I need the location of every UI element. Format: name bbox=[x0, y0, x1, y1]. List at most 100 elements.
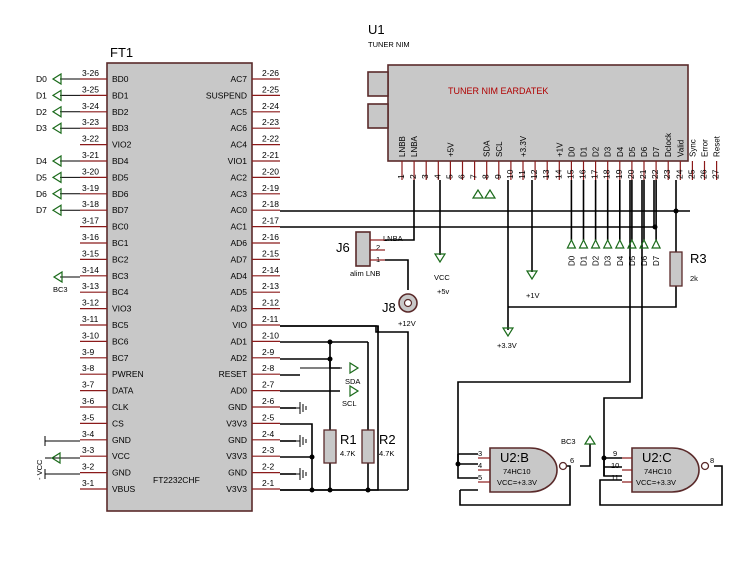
u2b-bc3: BC3 bbox=[561, 437, 576, 446]
pin-label: V3V3 bbox=[226, 451, 247, 461]
pin-label: BC4 bbox=[112, 287, 129, 297]
bc3-label: BC3 bbox=[53, 285, 68, 294]
u2c-pin9: 9 bbox=[613, 449, 617, 458]
pin-label: SCL bbox=[495, 141, 504, 157]
pin-number: 2-15 bbox=[262, 248, 279, 258]
pin-number: 2-4 bbox=[262, 429, 275, 439]
pin-number: 7 bbox=[469, 174, 479, 179]
r1-ref: R1 bbox=[340, 432, 357, 447]
u1-wires bbox=[385, 180, 723, 506]
pin-label: AC5 bbox=[230, 107, 247, 117]
pin-number: 19 bbox=[614, 169, 624, 179]
ft1-gnd-symbols bbox=[295, 401, 307, 481]
left-vcc-label: - VCC bbox=[35, 459, 44, 480]
pin-number: 16 bbox=[578, 169, 588, 179]
u1-data-label: D1 bbox=[580, 255, 589, 266]
pin-number: 13 bbox=[541, 169, 551, 179]
u1-data-arrow: D0 bbox=[566, 238, 576, 266]
j6-lnba: LNBA bbox=[383, 234, 403, 243]
pin-number: 3-25 bbox=[82, 84, 99, 94]
output-label: D2 bbox=[36, 107, 47, 117]
tuner-u1: U1 TUNER NIM TUNER NIM EARDATEK 1LNBB2LN… bbox=[367, 22, 722, 180]
output-label: D4 bbox=[36, 156, 47, 166]
pin-number: 2-7 bbox=[262, 380, 275, 390]
ft1-output-arrow: D2 bbox=[36, 105, 80, 118]
pin-number: 2-6 bbox=[262, 396, 275, 406]
pin-number: 3-11 bbox=[82, 314, 99, 324]
u2b-pin6: 6 bbox=[570, 456, 574, 465]
pin-label: VBUS bbox=[112, 484, 135, 494]
u2b-supply: VCC=+3.3V bbox=[497, 478, 537, 487]
pin-label: BC2 bbox=[112, 254, 129, 264]
pin-label: DATA bbox=[112, 386, 134, 396]
u1-pin: 14+1V bbox=[553, 142, 564, 180]
pin-label: AC4 bbox=[230, 140, 247, 150]
pin-label: GND bbox=[228, 435, 247, 445]
plus5-label: +5v bbox=[437, 287, 450, 296]
pin-number: 2-17 bbox=[262, 216, 279, 226]
pin-number: 3-1 bbox=[82, 478, 95, 488]
pin-label: GND bbox=[112, 435, 131, 445]
pin-number: 3-3 bbox=[82, 445, 95, 455]
pin-label: AD6 bbox=[230, 238, 247, 248]
u2b-ref: U2:B bbox=[500, 450, 529, 465]
pin-label: Dclock bbox=[664, 132, 673, 157]
pin-label: PWREN bbox=[112, 369, 144, 379]
u1-part: TUNER NIM bbox=[368, 40, 410, 49]
pin-label: AC7 bbox=[230, 74, 247, 84]
u1-data-arrow: D4 bbox=[614, 238, 625, 266]
j8-label: +12V bbox=[398, 319, 416, 328]
r3-value: 2k bbox=[690, 274, 698, 283]
pin-label: AD0 bbox=[230, 386, 247, 396]
pin-label: AD1 bbox=[230, 336, 247, 346]
pin-number: 3-26 bbox=[82, 68, 99, 78]
pin-label: Valid bbox=[676, 140, 685, 157]
pin-label: VIO bbox=[232, 320, 247, 330]
ft1-left-pins: 3-26BD03-25BD13-24BD23-23BD33-22VIO23-21… bbox=[80, 68, 144, 494]
resistor-r3: R3 2k bbox=[669, 251, 707, 287]
bc3-output-arrow: BC3 bbox=[52, 270, 80, 294]
ft1-output-arrow: D6 bbox=[36, 187, 80, 200]
plus33-label: +3.3V bbox=[497, 341, 517, 350]
u2c-pin11: 11 bbox=[611, 473, 619, 482]
pin-number: 23 bbox=[662, 169, 672, 179]
pin-label: BC0 bbox=[112, 222, 129, 232]
pin-label: BC3 bbox=[112, 271, 129, 281]
sda-scl-arrows: SDA SCL bbox=[300, 361, 360, 408]
u2c-part: 74HC10 bbox=[644, 467, 672, 476]
pin-label: VIO1 bbox=[228, 156, 248, 166]
u1-body-label: TUNER NIM EARDATEK bbox=[448, 86, 548, 96]
pin-label: BD6 bbox=[112, 189, 129, 199]
u1-data-label: D0 bbox=[567, 255, 576, 266]
output-label: D7 bbox=[36, 205, 47, 215]
ft1-right-pins: 2-26AC72-25SUSPEND2-24AC52-23AC62-22AC42… bbox=[206, 68, 280, 494]
pin-label: D4 bbox=[616, 146, 625, 157]
r2-ref: R2 bbox=[379, 432, 396, 447]
pin-number: 3-19 bbox=[82, 183, 99, 193]
u2b-pin5: 5 bbox=[478, 473, 482, 482]
pin-number: 3-8 bbox=[82, 363, 95, 373]
pin-number: 21 bbox=[638, 169, 648, 179]
